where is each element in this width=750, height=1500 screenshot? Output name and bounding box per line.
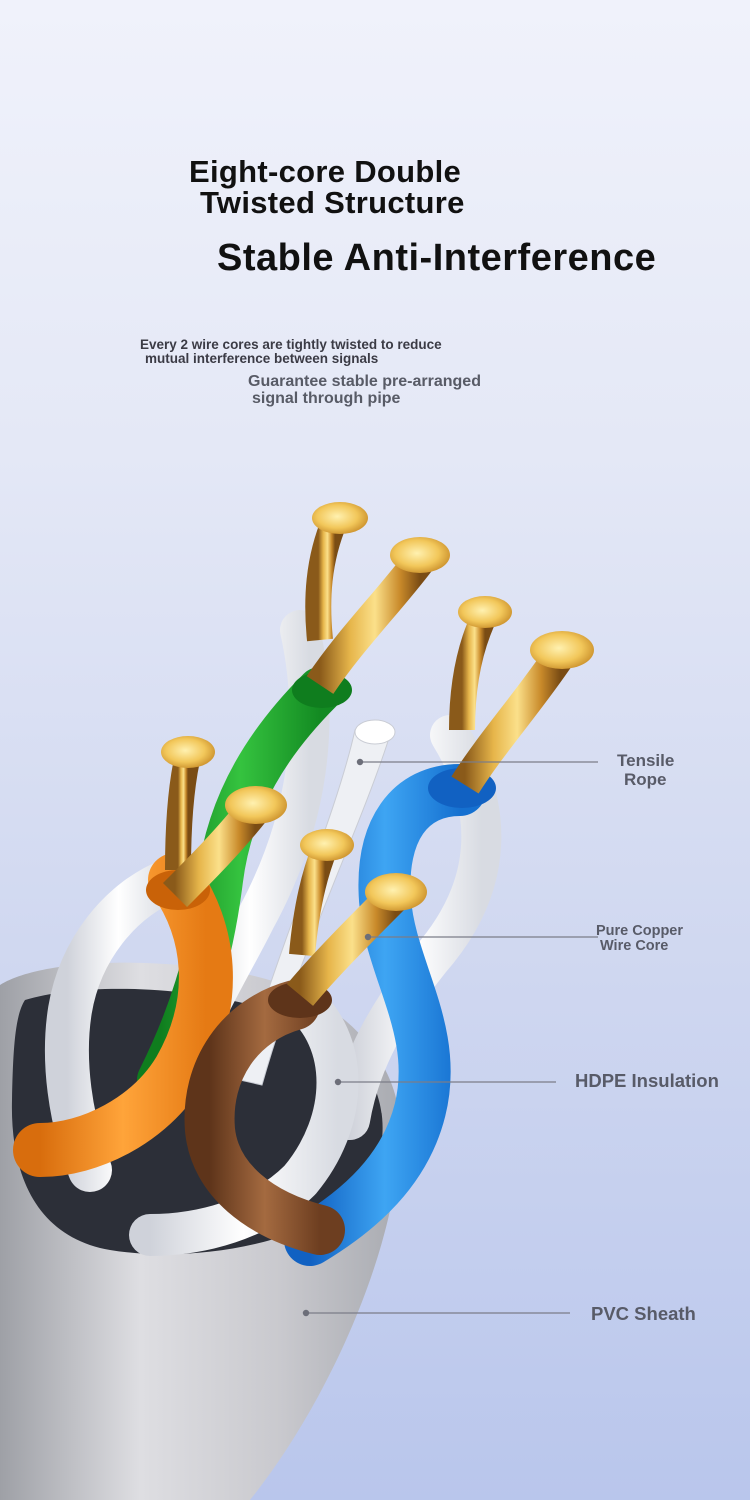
label-tensile-rope-line-2: Rope [624,770,667,789]
label-hdpe-insulation: HDPE Insulation [575,1070,719,1091]
label-copper-core: Pure Copper Wire Core [596,924,683,954]
label-tensile-rope-line-1: Tensile [617,751,675,770]
callout-lines [306,761,598,1314]
label-tensile-rope: Tensile Rope [617,751,674,789]
subtext-line-2: mutual interference between signals [145,351,379,366]
subtext-line-4: signal through pipe [252,390,401,407]
headline-line-1: Eight-core Double [189,154,462,189]
subtext-line-1: Every 2 wire cores are tightly twisted t… [140,337,442,352]
label-pvc-sheath: PVC Sheath [591,1303,696,1324]
headline-line-2: Twisted Structure [200,185,465,220]
subtext-line-3: Guarantee stable pre-arranged [248,373,481,390]
callout-dots [302,758,372,1317]
headline-line-3: Stable Anti-Interference [217,237,657,279]
label-copper-core-line-1: Pure Copper [596,923,684,939]
label-copper-core-line-2: Wire Core [600,938,669,954]
